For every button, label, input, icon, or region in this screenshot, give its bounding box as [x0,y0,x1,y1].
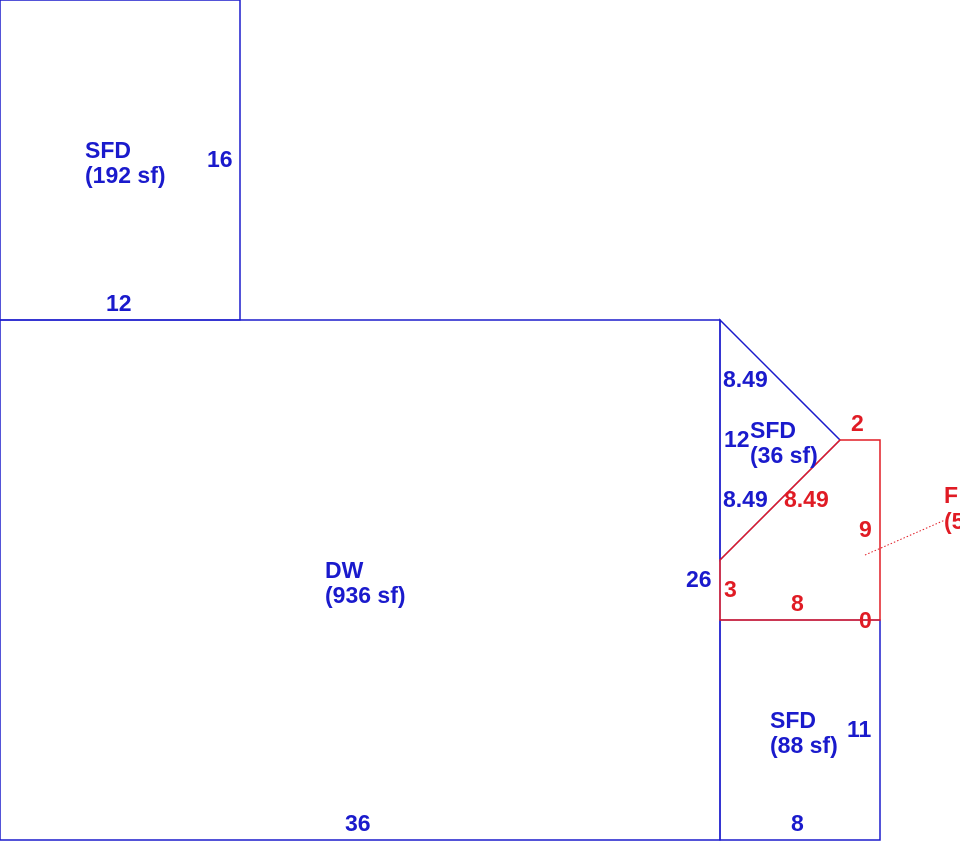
dw-name: DW [325,557,364,583]
red-area-name: F [944,482,958,508]
red-area-right-dim: 9 [859,516,872,542]
bottom-sfd-bottom-dim: 8 [791,810,804,836]
triangle-sfd-top-diag-dim: 8.49 [723,366,768,392]
dw-bottom-dim: 36 [345,810,371,836]
triangle-sfd-bottom-diag-dim: 8.49 [723,486,768,512]
top-sfd-area: (192 sf) [85,162,166,188]
red-area-outline [719,439,881,621]
red-area-left-dim: 3 [724,576,737,602]
red-area-diag-dim: 8.49 [784,486,829,512]
triangle-sfd-area: (36 sf) [750,442,818,468]
triangle-sfd-name: SFD [750,417,796,443]
triangle-sfd-left-dim: 12 [724,426,750,452]
red-area-area: (5 [944,508,960,534]
red-area-top-dim: 2 [851,410,864,436]
bottom-sfd-name: SFD [770,707,816,733]
red-area-bottom-dim: 8 [791,590,804,616]
dw-right-dim: 26 [686,566,712,592]
bottom-sfd-right-dim: 11 [847,716,872,742]
red-area-leader-line [864,519,946,556]
top-sfd-name: SFD [85,137,131,163]
top-sfd-bottom-dim: 12 [106,290,132,316]
bottom-sfd-area: (88 sf) [770,732,838,758]
dw-area: (936 sf) [325,582,406,608]
red-area-corner-dim: 0 [859,607,872,633]
top-sfd-right-dim: 16 [207,146,233,172]
